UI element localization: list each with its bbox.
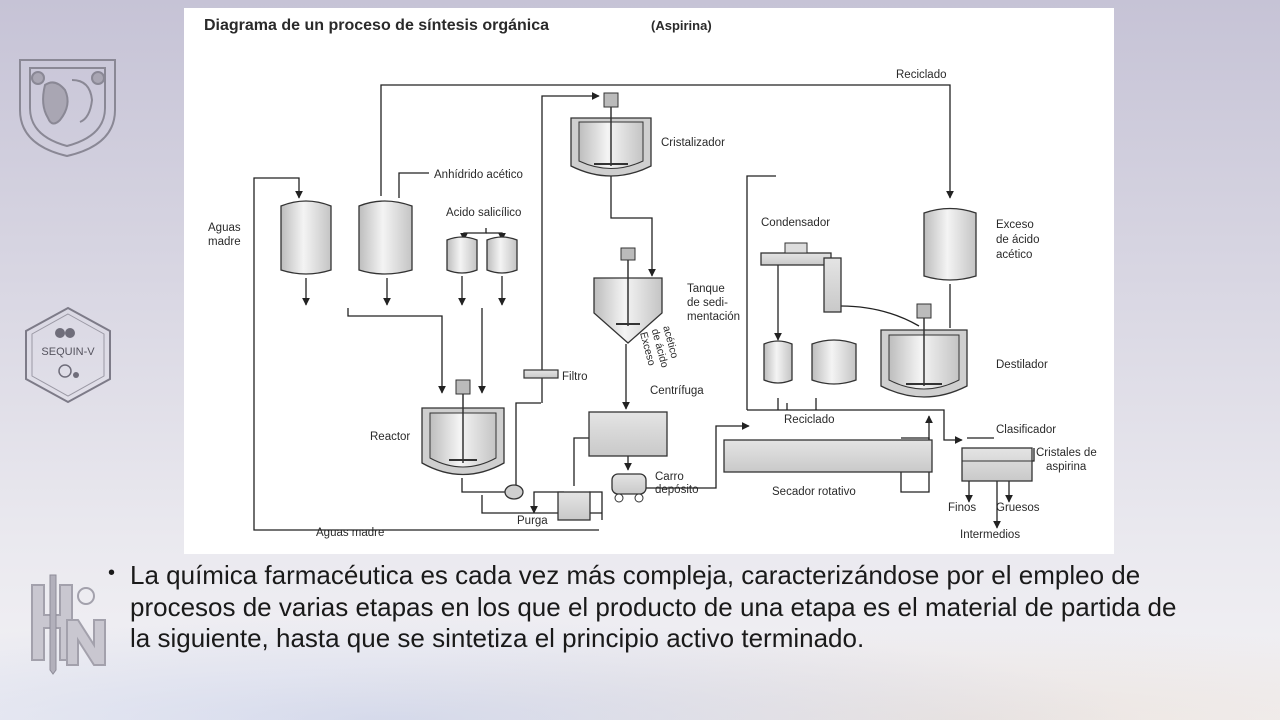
sequin-v-text: SEQUIN-V <box>41 346 95 358</box>
mother-liquor-loop <box>253 177 599 531</box>
rotary-dryer <box>723 439 933 473</box>
label-filtro: Filtro <box>562 371 588 383</box>
label-aguas-madre-bottom: Aguas madre <box>316 527 384 539</box>
pump-symbol <box>504 484 524 500</box>
distiller-vessel <box>880 303 968 398</box>
bullet-marker: • <box>108 562 116 584</box>
label-reactor: Reactor <box>370 431 410 443</box>
centrifuge-box <box>588 411 668 457</box>
bullet-text: La química farmacéutica es cada vez más … <box>130 560 1177 653</box>
acetic-excess-tank <box>923 207 977 281</box>
bullet-point: • La química farmacéutica es cada vez má… <box>108 560 1188 655</box>
label-clasificador: Clasificador <box>996 424 1056 436</box>
label-destilador: Destilador <box>996 359 1048 371</box>
label-carro-2: depósito <box>655 484 698 496</box>
cart-deposit <box>611 473 647 503</box>
settling-tank <box>593 247 663 344</box>
label-aguas-madre-1: Aguas <box>208 222 241 234</box>
label-finos: Finos <box>948 502 976 514</box>
label-purga: Purga <box>517 515 548 527</box>
label-exceso-1: Exceso <box>996 219 1034 231</box>
label-condensador: Condensador <box>761 217 830 229</box>
sequin-v-logo: SEQUIN-V <box>18 305 118 405</box>
hnc-logo <box>12 570 117 675</box>
label-reciclado-top: Reciclado <box>896 69 947 81</box>
crystallizer-vessel <box>570 92 652 177</box>
label-aguas-madre-2: madre <box>208 236 241 248</box>
anhydride-feed-line <box>398 172 429 198</box>
reactor-vessel <box>421 379 505 476</box>
label-intermedios: Intermedios <box>960 529 1020 541</box>
recycle-top-line <box>380 84 954 199</box>
label-exceso-2: de ácido <box>996 234 1039 246</box>
label-tanque-2: de sedi- <box>687 297 728 309</box>
label-secador: Secador rotativo <box>772 486 856 498</box>
filter-symbol <box>523 369 559 379</box>
label-cristales-2: aspirina <box>1046 461 1087 473</box>
label-acido-salicilico: Acido salicílico <box>446 207 521 219</box>
label-tanque-3: mentación <box>687 311 740 323</box>
purge-box <box>557 491 591 521</box>
label-centrifuga: Centrífuga <box>650 385 704 397</box>
label-cristales-1: Cristales de <box>1036 447 1097 459</box>
background-blur <box>0 600 1280 720</box>
label-cristalizador: Cristalizador <box>661 137 725 149</box>
diagram-title: Diagrama de un proceso de síntesis orgán… <box>204 17 549 34</box>
diagram-subtitle: (Aspirina) <box>651 18 712 33</box>
aspirin-process-diagram: Diagrama de un proceso de síntesis orgán… <box>184 8 1114 554</box>
label-reciclado-mid: Reciclado <box>784 414 835 426</box>
label-tanque-1: Tanque <box>687 283 725 295</box>
label-gruesos: Gruesos <box>996 502 1040 514</box>
unam-seal-logo <box>10 50 125 160</box>
label-exceso-3: acético <box>996 249 1032 261</box>
label-carro-1: Carro <box>655 471 684 483</box>
classifier-box <box>961 447 1033 482</box>
label-anhidrido: Anhídrido acético <box>434 169 523 181</box>
condenser <box>760 242 842 313</box>
feed-tanks <box>280 200 518 275</box>
